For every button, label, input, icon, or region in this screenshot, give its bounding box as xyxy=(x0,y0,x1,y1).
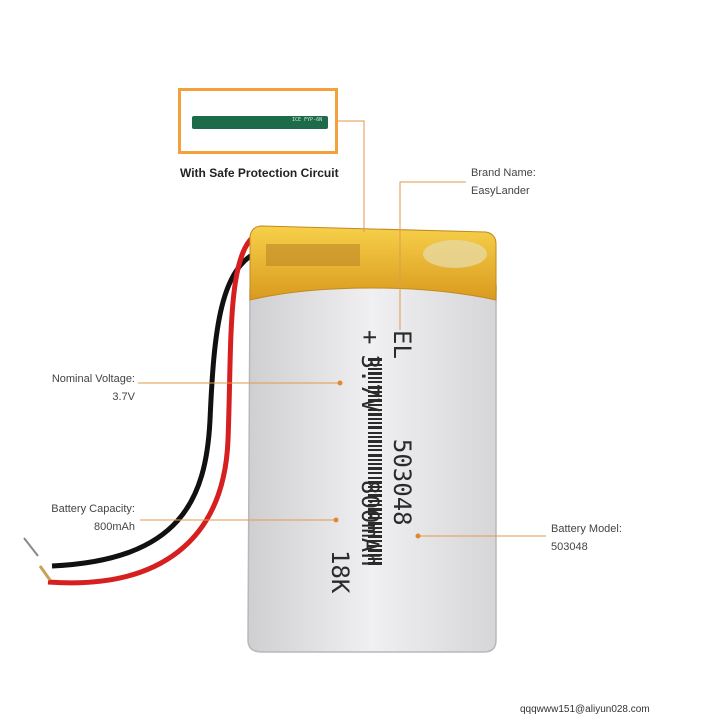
print-line-code: 18K xyxy=(326,550,354,594)
barcode-bar xyxy=(368,535,382,538)
barcode-bar xyxy=(368,545,382,547)
barcode-bar xyxy=(368,522,382,525)
model-label: Battery Model: xyxy=(551,523,622,535)
barcode-bar xyxy=(368,364,382,366)
barcode-bar xyxy=(368,554,382,556)
barcode-bar xyxy=(368,436,382,438)
barcode-bar xyxy=(368,481,382,484)
barcode-bar xyxy=(368,368,382,370)
barcode-bar xyxy=(368,445,382,447)
barcode-bar xyxy=(368,527,382,529)
barcode-bar xyxy=(368,490,382,492)
barcode-bar xyxy=(368,562,382,565)
brand-callout: Brand Name: EasyLander xyxy=(471,164,536,200)
barcode-bar xyxy=(368,432,382,434)
red-wire xyxy=(47,229,263,586)
model-callout: Battery Model: 503048 xyxy=(551,520,622,556)
brand-leader xyxy=(399,181,466,330)
protection-circuit-inset: ICE FYP-6N xyxy=(178,88,338,154)
barcode-bar xyxy=(368,467,382,470)
red-wire-tip xyxy=(38,565,52,581)
barcode-bar xyxy=(368,540,382,542)
barcode-bar xyxy=(368,418,382,420)
black-wire-tip xyxy=(23,537,39,557)
barcode-bar xyxy=(368,440,382,443)
voltage-label: Nominal Voltage: xyxy=(51,373,135,385)
barcode-bar xyxy=(368,386,382,389)
wires xyxy=(23,229,263,586)
barcode-bar xyxy=(368,494,382,497)
barcode-bar xyxy=(368,422,382,424)
watermark-text: qqqwww151@aliyun028.com xyxy=(520,704,650,715)
print-line-model: EL503048 xyxy=(388,330,416,526)
barcode-bar xyxy=(368,449,382,451)
terminal-tab xyxy=(266,244,360,266)
pcb-board: ICE FYP-6N xyxy=(192,116,328,129)
voltage-dot xyxy=(337,380,343,386)
barcode-bar xyxy=(368,404,382,406)
model-dot xyxy=(415,533,421,539)
voltage-value: 3.7V xyxy=(112,391,135,403)
barcode-bar xyxy=(368,549,382,552)
pcb-label: ICE FYP-6N xyxy=(292,117,323,123)
capacity-callout: Battery Capacity: 800mAh xyxy=(34,500,135,536)
barcode-bar xyxy=(368,391,382,393)
barcode-bar xyxy=(368,513,382,515)
barcode-bar xyxy=(368,358,382,361)
barcode-bar xyxy=(368,508,382,511)
barcode-bar xyxy=(368,399,382,402)
barcode-bar xyxy=(368,381,382,383)
barcode xyxy=(368,358,382,565)
barcode-bar xyxy=(368,531,382,533)
model-value: 503048 xyxy=(551,541,588,553)
capacity-label: Battery Capacity: xyxy=(51,503,135,515)
barcode-bar xyxy=(368,517,382,519)
barcode-bar xyxy=(368,463,382,465)
brand-value: EasyLander xyxy=(471,185,530,197)
barcode-bar xyxy=(368,377,382,379)
barcode-bar xyxy=(368,395,382,397)
barcode-bar xyxy=(368,372,382,375)
barcode-bar xyxy=(368,472,382,474)
callout-lines xyxy=(138,120,546,537)
barcode-bar xyxy=(368,413,382,416)
battery-pack xyxy=(247,225,497,653)
battery-print: +3.7V EL503048 800mAh 18K xyxy=(326,330,416,594)
black-wire xyxy=(51,247,263,569)
barcode-bar xyxy=(368,477,382,479)
barcode-bar xyxy=(368,558,382,560)
barcode-bar xyxy=(368,504,382,506)
brand-label: Brand Name: xyxy=(471,167,536,179)
barcode-bar xyxy=(368,500,382,502)
barcode-bar xyxy=(368,426,382,429)
protection-caption: With Safe Protection Circuit xyxy=(180,166,339,180)
cell-bulge xyxy=(423,240,487,268)
voltage-callout: Nominal Voltage: 3.7V xyxy=(40,370,135,406)
capacity-value: 800mAh xyxy=(94,521,135,533)
barcode-bar xyxy=(368,486,382,488)
barcode-bar xyxy=(368,454,382,457)
inset-leader xyxy=(338,120,365,232)
barcode-bar xyxy=(368,459,382,461)
barcode-bar xyxy=(368,409,382,411)
capacity-dot xyxy=(333,517,339,523)
